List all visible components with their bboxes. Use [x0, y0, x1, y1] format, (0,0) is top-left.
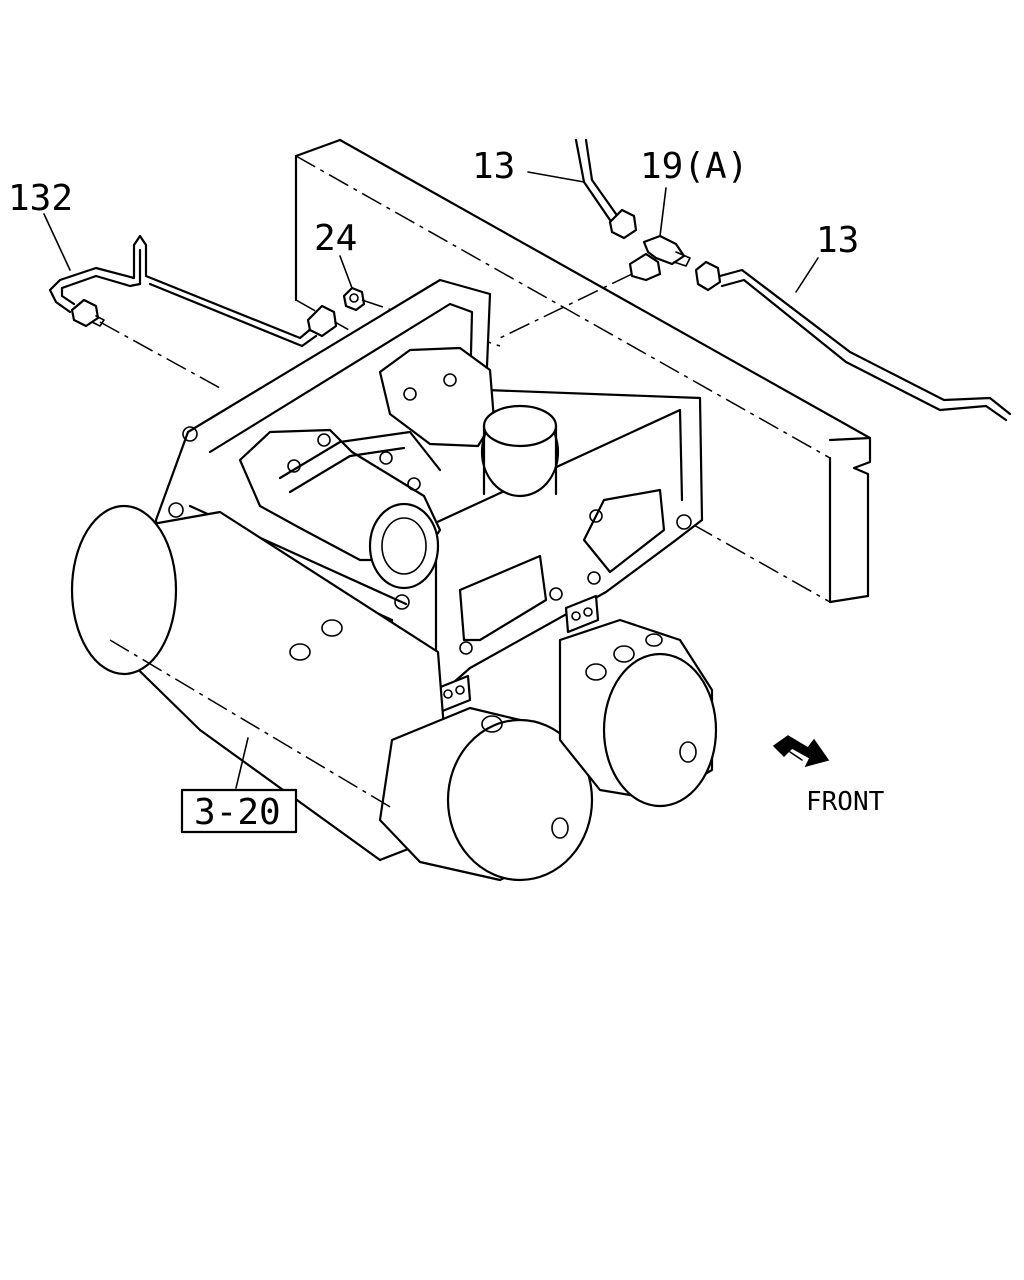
pipe-13-right — [694, 260, 1012, 422]
callout-24: 24 — [314, 218, 357, 259]
leader-24 — [339, 255, 353, 289]
leader-19a — [659, 187, 667, 237]
pipe-13-upper — [574, 138, 638, 240]
leader-132 — [43, 213, 71, 271]
leader-3-20 — [235, 737, 249, 789]
air-tank-front — [378, 706, 594, 882]
reference-3-20: 3-20 — [194, 792, 281, 833]
tee-fitting-19a — [499, 234, 691, 339]
reference-box — [180, 788, 298, 834]
valve-units — [238, 346, 560, 590]
leader-13-upper — [527, 171, 585, 183]
air-tank-left — [70, 504, 454, 862]
callout-13-upper: 13 — [472, 146, 515, 187]
air-tank-right — [558, 618, 718, 808]
front-arrow-icon — [772, 735, 830, 768]
pipe-132 — [48, 234, 338, 389]
tank-centerline — [109, 639, 393, 809]
callout-13-right: 13 — [816, 220, 859, 261]
callout-19a: 19(A) — [640, 146, 748, 187]
front-label: FRONT — [806, 787, 885, 817]
callout-132: 132 — [8, 178, 73, 219]
leader-13-right — [795, 257, 819, 293]
